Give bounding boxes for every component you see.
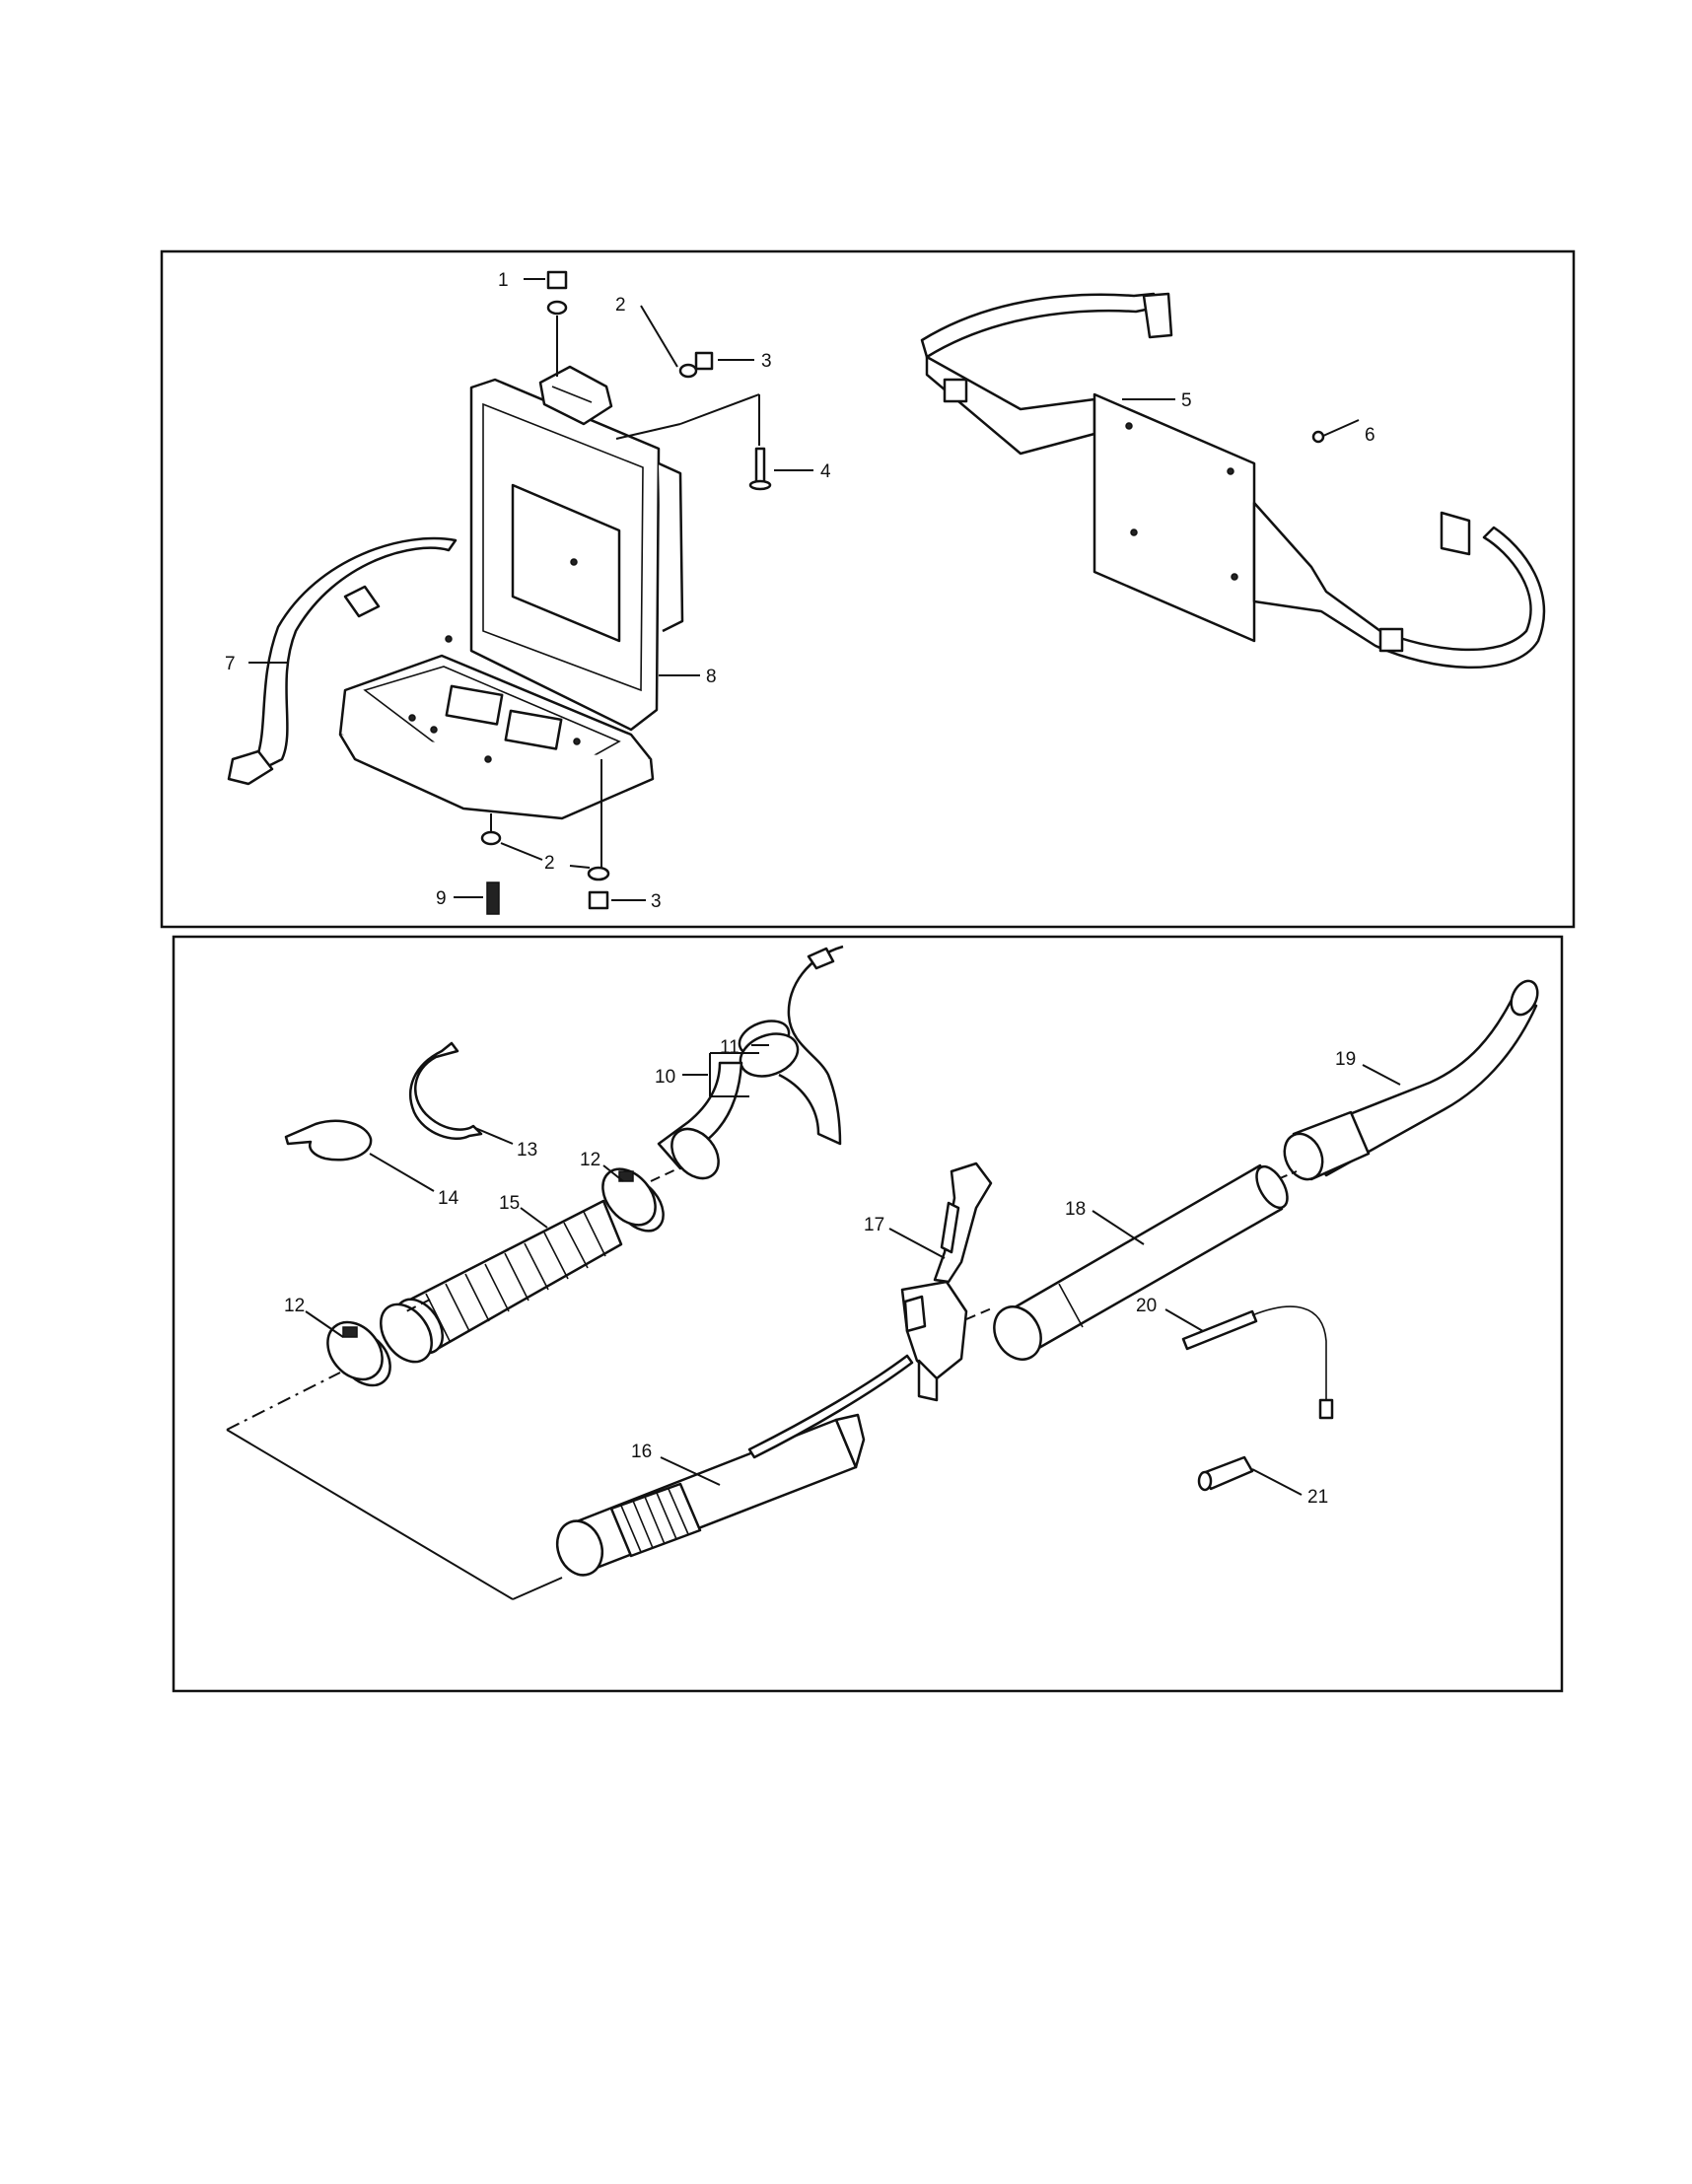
throttle-cable [1181,1305,1334,1420]
callout-7: 7 [225,654,236,674]
washer-2c-icon [480,830,502,846]
callout-11: 11 [720,1037,740,1058]
callout-12-lower: 12 [284,1296,305,1316]
nozzle-tube-16 [555,1354,914,1577]
flex-hose [380,1199,623,1364]
callout-2: 2 [615,295,626,316]
curved-tube-19 [1283,979,1539,1181]
callout-6: 6 [1365,425,1375,446]
callout-3: 3 [761,351,772,372]
assembly-lines [226,1166,1298,1600]
hardware-top [480,270,1325,915]
leader-lines-bottom [305,1044,1401,1496]
washer-2b-icon [678,363,698,379]
nut-3b-icon [588,890,609,910]
bolt-9-icon [486,881,500,915]
blower-tube-panel: 10 11 13 14 12 15 12 17 18 19 20 16 21 [172,935,1564,1693]
backpack-frame-panel: 1 2 3 4 5 6 7 8 2 9 3 [160,249,1576,929]
hip-belt [920,292,1546,669]
straight-tube-18 [993,1163,1289,1361]
callout-15: 15 [499,1193,520,1214]
callout-10: 10 [655,1067,675,1088]
throttle-handle [900,1162,993,1402]
callout-13: 13 [517,1140,537,1161]
cable-connector [1197,1455,1254,1492]
callout-1: 1 [498,270,509,291]
clamp-13-icon [409,1041,483,1140]
shoulder-strap [227,536,458,786]
blower-outlet-housing [778,945,844,1146]
callout-3-lower: 3 [651,891,662,912]
callout-2-lower: 2 [544,853,555,874]
callout-9: 9 [436,888,447,909]
callout-16: 16 [631,1442,652,1462]
cable-tie-14-icon [284,1119,373,1162]
washer-2d-icon [587,866,610,881]
callout-14: 14 [438,1188,459,1209]
bolt-4-icon [754,447,766,484]
callout-4: 4 [820,461,831,482]
callout-20: 20 [1136,1296,1157,1316]
callout-21: 21 [1307,1487,1328,1508]
leader-lines-top [248,278,1360,901]
nut-3-icon [694,351,714,371]
backpack-frame [338,365,684,820]
callout-17: 17 [864,1215,884,1235]
callout-8: 8 [706,667,717,687]
callouts-bottom: 10 11 13 14 12 15 12 17 18 19 20 16 21 [284,1037,1356,1508]
panel-border [172,935,1564,1693]
callout-18: 18 [1065,1199,1086,1220]
callout-12-upper: 12 [580,1150,600,1170]
washer-2-icon [546,300,568,316]
callout-19: 19 [1335,1049,1356,1070]
nut-1-icon [546,270,568,290]
panel-border [160,249,1576,929]
hose-clamp-upper [601,1167,665,1233]
callout-5: 5 [1181,390,1192,411]
callouts-top: 1 2 3 4 5 6 7 8 2 9 3 [225,270,1375,912]
screw-6-icon [1311,430,1325,444]
